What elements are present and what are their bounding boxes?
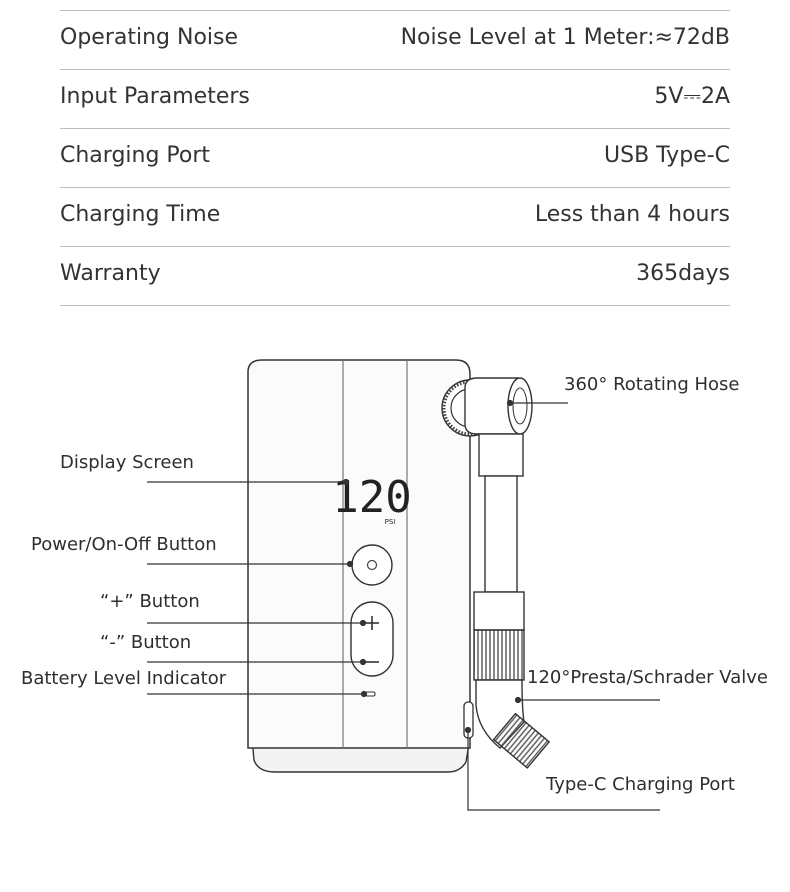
power-button xyxy=(351,544,393,586)
power-icon xyxy=(366,559,378,571)
callout-plus-button: “+” Button xyxy=(100,591,200,612)
plus-icon xyxy=(365,616,379,630)
callout-valve: 120°Presta/Schrader Valve xyxy=(527,667,768,688)
spec-value: 365days xyxy=(636,261,730,286)
callout-battery-indicator: Battery Level Indicator xyxy=(21,668,227,689)
spec-value: Less than 4 hours xyxy=(534,202,730,227)
callout-display-screen: Display Screen xyxy=(60,452,194,473)
spec-label: Charging Port xyxy=(60,143,211,168)
product-diagram: 120 PSI xyxy=(0,330,790,888)
adjust-button-pill xyxy=(350,601,394,677)
pump-illustration: 120 PSI xyxy=(147,359,660,811)
callout-rotating-hose: 360° Rotating Hose xyxy=(564,374,740,395)
spec-row-input: Input Parameters 5V⎓2A xyxy=(60,69,730,128)
spec-value: Noise Level at 1 Meter:≈72dB xyxy=(400,25,730,50)
callout-charging-port: Type-C Charging Port xyxy=(546,774,735,795)
callout-minus-button: “-” Button xyxy=(100,632,192,653)
spec-row-port: Charging Port USB Type-C xyxy=(60,128,730,187)
spec-row-time: Charging Time Less than 4 hours xyxy=(60,187,730,246)
spec-value: 5V⎓2A xyxy=(654,84,730,109)
spec-row-warranty: Warranty 365days xyxy=(60,246,730,306)
display-unit: PSI xyxy=(385,518,396,526)
spec-row-noise: Operating Noise Noise Level at 1 Meter:≈… xyxy=(60,10,730,69)
hose xyxy=(473,475,551,769)
callout-power-button: Power/On-Off Button xyxy=(31,534,217,555)
callout-leaders xyxy=(147,399,660,811)
spec-label: Warranty xyxy=(60,261,161,286)
spec-label: Operating Noise xyxy=(60,25,239,50)
spec-value: USB Type-C xyxy=(604,143,730,168)
spec-label: Charging Time xyxy=(60,202,221,227)
spec-label: Input Parameters xyxy=(60,84,250,109)
spec-table: Operating Noise Noise Level at 1 Meter:≈… xyxy=(60,10,730,306)
